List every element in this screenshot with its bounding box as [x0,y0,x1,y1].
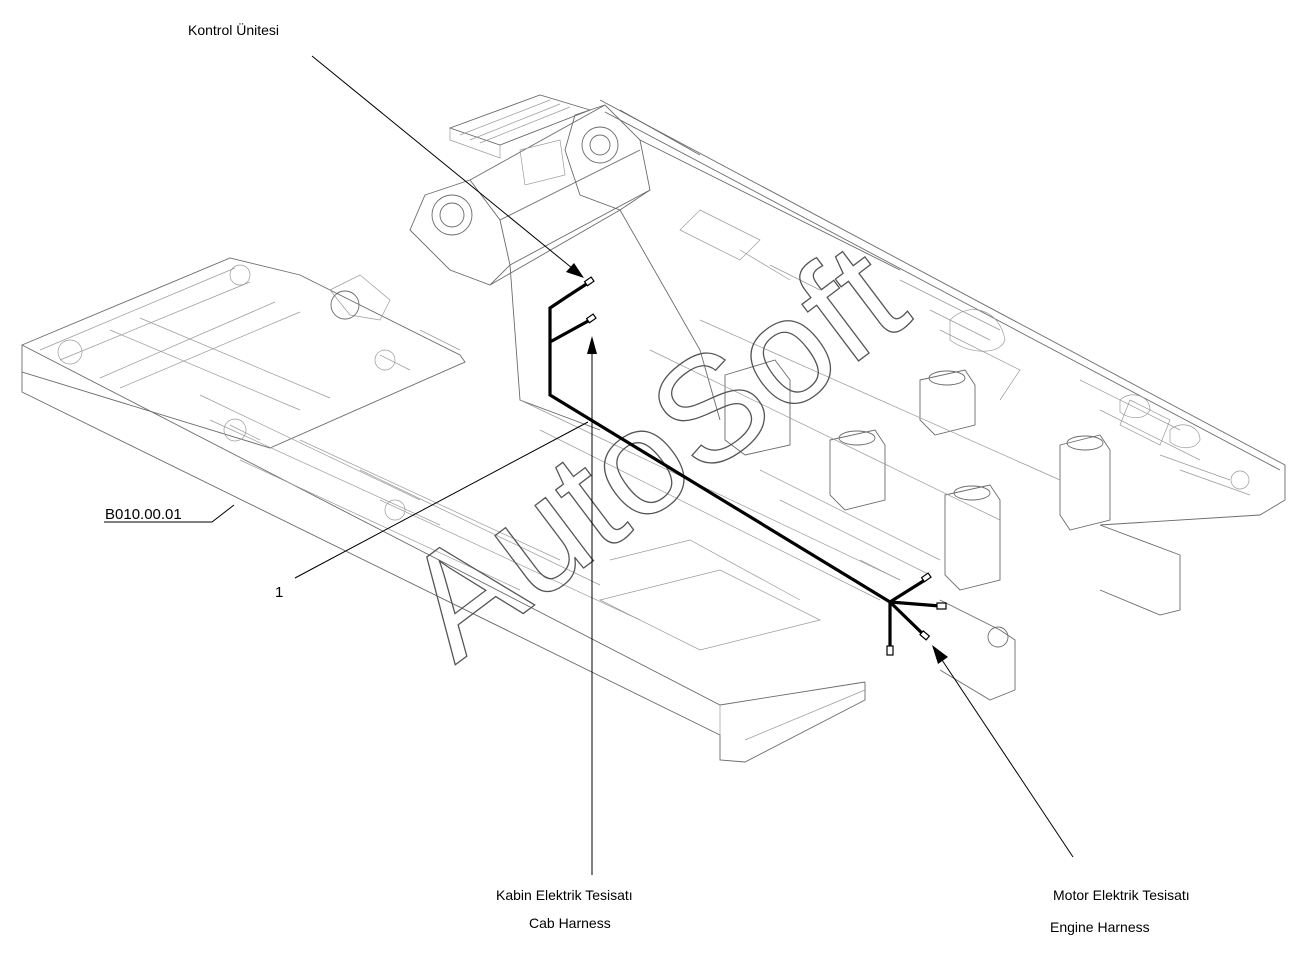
left-side-beam [21,257,466,449]
arrowhead-engine-harness [932,645,948,664]
leader-lines [104,55,1074,875]
leader-control-unit [311,55,573,269]
wiring-harness [548,276,947,656]
connector-control-2 [585,313,597,324]
harness-branch-engine-2 [889,600,941,608]
connector-engine-1 [920,572,932,583]
label-engine-harness-tr: Motor Elektrik Tesisatı [1053,887,1190,903]
harness-main-run [548,281,892,648]
label-part-number: B010.00.01 [105,506,182,523]
connector-control-1 [583,276,595,287]
connector-engine-3 [919,630,931,641]
right-side-beam [599,99,1286,526]
boom-mount-rear [564,104,651,211]
chassis-frame [21,94,1286,763]
harness-branch-engine-1 [889,578,926,604]
harness-branch-engine-3 [888,600,927,638]
arrowhead-cab-harness [587,336,597,354]
leader-part-number [104,504,235,523]
harness-branch-upper [549,318,591,344]
left-beam-underside [21,372,866,763]
label-item-number: 1 [275,584,283,601]
leader-item-1 [294,421,589,579]
watermark: AutoSoft [373,210,934,690]
support-towers [724,359,1111,591]
label-cab-harness-tr: Kabin Elektrik Tesisatı [496,887,633,903]
leader-engine-harness [941,659,1074,858]
boom-mount [409,179,511,286]
step-plate [448,94,592,146]
label-engine-harness-en: Engine Harness [1050,919,1150,935]
arrowhead-control-unit [566,263,584,278]
label-cab-harness-en: Cab Harness [529,915,611,931]
connector-engine-2 [936,602,947,610]
label-control-unit: Kontrol Ünitesi [188,21,279,38]
connector-engine-4 [886,645,894,656]
